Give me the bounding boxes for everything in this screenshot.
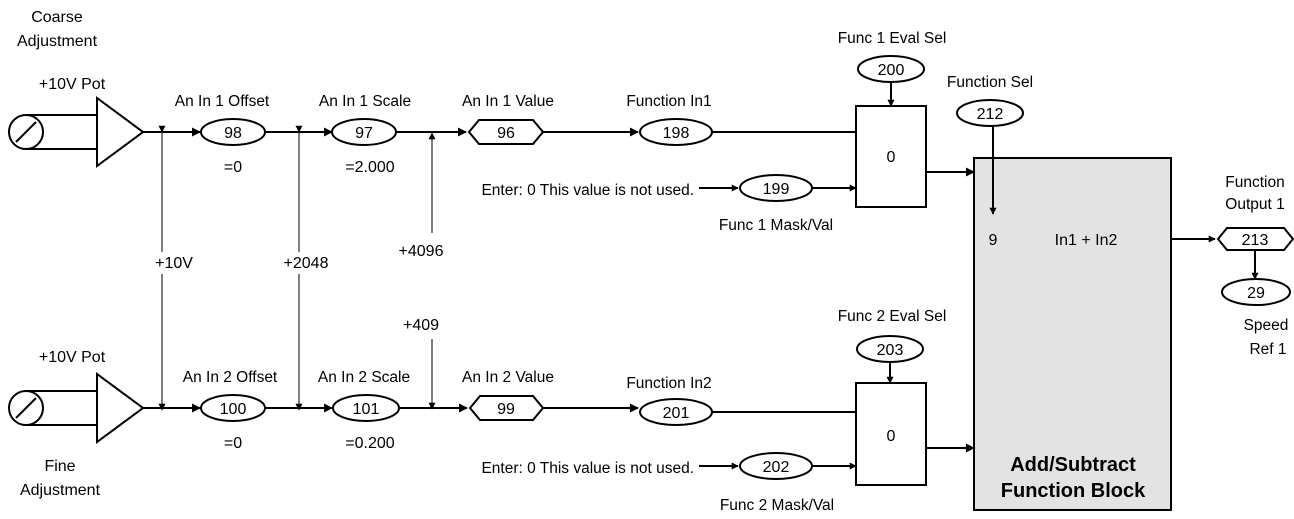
coarse-title-1: Coarse (31, 9, 83, 26)
fine-title-2: Adjustment (20, 482, 101, 499)
an-in-2-value-param[interactable]: 99 (468, 395, 545, 421)
fine-title-1: Fine (44, 458, 75, 475)
function-output-label-2: Output 1 (1225, 196, 1284, 213)
an-in-2-offset-label: An In 2 Offset (183, 369, 278, 386)
an-in-1-offset-value: =0 (224, 159, 242, 176)
svg-text:97: 97 (355, 125, 373, 142)
function-expression: In1 + In2 (1055, 232, 1118, 249)
func-1-mask-label: Func 1 Mask/Val (719, 217, 833, 234)
svg-text:29: 29 (1247, 285, 1265, 302)
an-in-1-value-label: An In 1 Value (462, 93, 554, 110)
function-in2-label: Function In2 (626, 375, 711, 392)
svg-text:203: 203 (877, 342, 904, 359)
function-block-title-2: Function Block (1001, 480, 1146, 502)
svg-text:212: 212 (977, 106, 1004, 123)
func-2-eval-block (855, 382, 927, 486)
speed-ref-label-2: Ref 1 (1249, 341, 1286, 358)
coarse-title-2: Adjustment (17, 33, 98, 50)
an-in-2-offset-param[interactable]: 100 (200, 394, 266, 422)
an-in-2-value-label: An In 2 Value (462, 369, 554, 386)
function-in2-param[interactable]: 201 (639, 398, 713, 426)
svg-text:202: 202 (763, 459, 790, 476)
an-in-2-scale-param[interactable]: 101 (332, 394, 400, 422)
function-block-title-1: Add/Subtract (1010, 454, 1136, 476)
speed-ref-label-1: Speed (1244, 317, 1289, 334)
an-in-1-offset-param[interactable]: 98 (200, 118, 266, 146)
svg-text:200: 200 (878, 62, 905, 79)
coarse-pot-icon (8, 96, 145, 168)
an-in-1-scale-label: An In 1 Scale (319, 93, 411, 110)
function-sel-value: 9 (989, 232, 998, 249)
an-in-2-scale-label: An In 2 Scale (318, 369, 410, 386)
an-in-2-offset-value: =0 (224, 435, 242, 452)
an-in-1-value-param[interactable]: 96 (467, 119, 545, 145)
func-2-mask-label: Func 2 Mask/Val (720, 497, 834, 514)
an-in-2-scale-value: =0.200 (345, 435, 394, 452)
svg-text:96: 96 (497, 125, 515, 142)
coarse-pot-label: +10V Pot (39, 76, 106, 93)
svg-text:198: 198 (663, 125, 690, 142)
func-2-mask-param[interactable]: 202 (739, 452, 813, 480)
func-2-eval-sel-label: Func 2 Eval Sel (838, 308, 947, 325)
volts-measurement: +10V (155, 255, 193, 272)
svg-text:213: 213 (1242, 232, 1269, 249)
fine-pot-label: +10V Pot (39, 349, 106, 366)
add-subtract-function-block (973, 157, 1172, 511)
svg-text:100: 100 (220, 401, 247, 418)
offset-count-measurement: +2048 (284, 255, 329, 272)
svg-text:201: 201 (663, 405, 690, 422)
func-1-eval-sel-param[interactable]: 200 (857, 55, 925, 83)
function-sel-label: Function Sel (947, 74, 1033, 91)
function-in1-label: Function In1 (626, 93, 711, 110)
fine-count-measurement: +409 (403, 317, 439, 334)
an-in-1-scale-value: =2.000 (345, 159, 394, 176)
func-1-eval-sel-label: Func 1 Eval Sel (838, 30, 947, 47)
svg-text:99: 99 (497, 401, 515, 418)
an-in-1-scale-param[interactable]: 97 (331, 118, 397, 146)
svg-text:199: 199 (763, 181, 790, 198)
func-2-eval-sel-param[interactable]: 203 (856, 335, 924, 363)
function-output-param[interactable]: 213 (1216, 227, 1294, 251)
func-1-mask-enter-text: Enter: 0 This value is not used. (481, 182, 694, 199)
function-in1-param[interactable]: 198 (639, 118, 713, 146)
function-sel-param[interactable]: 212 (956, 99, 1024, 127)
an-in-1-offset-label: An In 1 Offset (175, 93, 270, 110)
func-1-mask-param[interactable]: 199 (739, 174, 813, 202)
func-2-eval-block-value: 0 (887, 428, 896, 445)
svg-text:101: 101 (353, 401, 380, 418)
speed-ref-1-param[interactable]: 29 (1221, 278, 1291, 306)
func-2-mask-enter-text: Enter: 0 This value is not used. (481, 460, 694, 477)
func-1-eval-block-value: 0 (887, 149, 896, 166)
function-output-label-1: Function (1225, 174, 1284, 191)
func-1-eval-block (855, 105, 927, 208)
fine-pot-icon (8, 372, 145, 444)
svg-text:98: 98 (224, 125, 242, 142)
coarse-count-measurement: +4096 (399, 243, 444, 260)
